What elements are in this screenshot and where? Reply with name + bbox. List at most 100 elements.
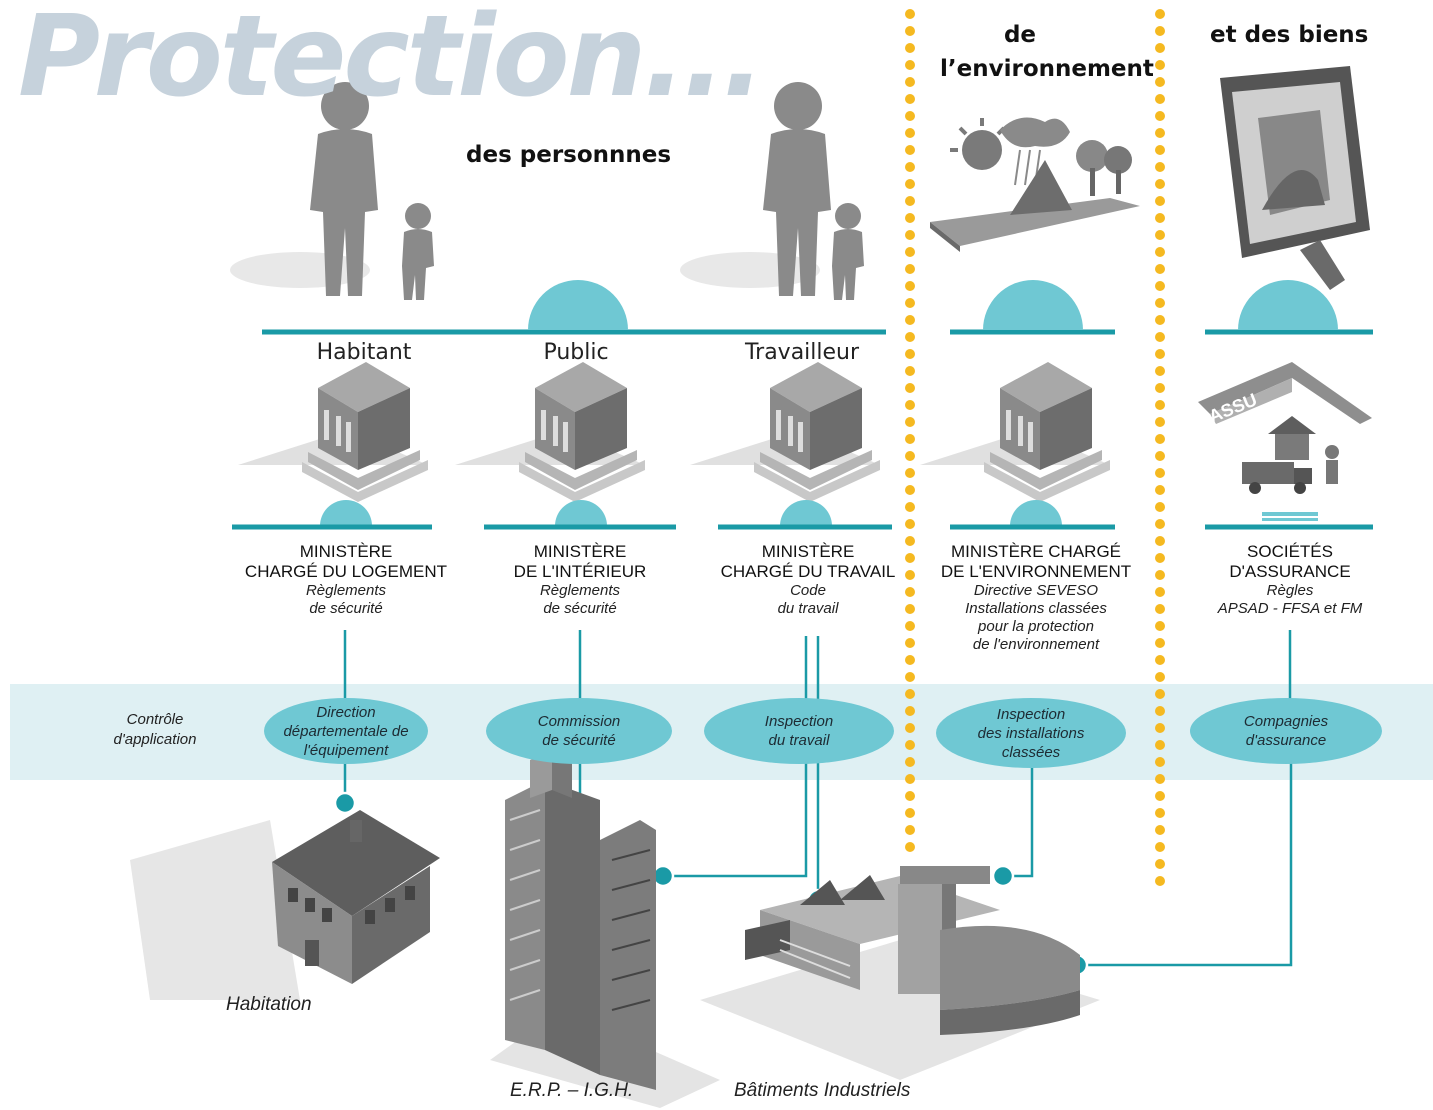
people-icon-right [680, 82, 864, 300]
separator-dot [1155, 179, 1165, 189]
separator-dot [1155, 77, 1165, 87]
oval-text: Direction [316, 703, 376, 721]
separator-dot [905, 111, 915, 121]
separator-dot [1155, 621, 1165, 631]
heading-environment-line2: l’environnement [940, 56, 1154, 82]
separator-dot [905, 298, 915, 308]
separator-dot [905, 332, 915, 342]
separator-dots [905, 9, 1165, 886]
separator-dot [1155, 451, 1165, 461]
separator-dot [1155, 553, 1165, 563]
oval-text: départementale de [283, 722, 409, 740]
separator-dot [1155, 315, 1165, 325]
control-oval-commission: Commission de sécurité [486, 698, 672, 764]
separator-dot [905, 621, 915, 631]
dome-people [528, 280, 628, 330]
environment-icon [930, 117, 1140, 252]
separator-dot [1155, 145, 1165, 155]
separator-dot [1155, 774, 1165, 784]
separator-dot [1155, 519, 1165, 529]
separator-dot [905, 825, 915, 835]
separator-dot [905, 519, 915, 529]
separator-dot [905, 757, 915, 767]
separator-dot [905, 689, 915, 699]
separator-dot [1155, 689, 1165, 699]
separator-dot [1155, 247, 1165, 257]
separator-dot [905, 230, 915, 240]
separator-dot [1155, 298, 1165, 308]
authority-name: MINISTÈRE [299, 542, 393, 561]
oval-text: de sécurité [542, 732, 616, 749]
separator-dot [1155, 791, 1165, 801]
separator-dot [905, 655, 915, 665]
separator-dot [905, 434, 915, 444]
authority-regulation: Règlements [305, 582, 387, 599]
authority-regulation: Règles [1266, 582, 1314, 599]
control-oval-equipement: Direction départementale de l'équipement [264, 698, 428, 764]
separator-dot [1155, 485, 1165, 495]
separator-dot [905, 43, 915, 53]
heading-environment-line1: de [1003, 22, 1037, 48]
control-oval-installations-classees: Inspection des installations classées [936, 698, 1126, 768]
separator-dot [1155, 400, 1165, 410]
separator-dot [1155, 349, 1165, 359]
oval-text: Compagnies [1243, 713, 1329, 730]
separator-dot [1155, 128, 1165, 138]
heading-people: des personnnes [466, 142, 672, 168]
separator-dot [905, 281, 915, 291]
separator-dot [1155, 468, 1165, 478]
authority-name: CHARGÉ DU TRAVAIL [720, 562, 896, 581]
oval-text: des installations [977, 724, 1085, 742]
separator-dot [1155, 281, 1165, 291]
separator-dot [905, 315, 915, 325]
control-label-line: Contrôle [126, 711, 184, 728]
separator-dot [905, 502, 915, 512]
dome-goods [1238, 280, 1338, 330]
separator-dot [905, 128, 915, 138]
separator-dot [1155, 94, 1165, 104]
separator-dot [1155, 162, 1165, 172]
control-label-line: d'application [113, 731, 197, 748]
authority-regulation: Code [790, 582, 826, 599]
separator-dot [905, 842, 915, 852]
separator-dot [905, 706, 915, 716]
separator-dot [905, 808, 915, 818]
ministry-buildings [238, 362, 1110, 502]
dome-environment [983, 280, 1083, 330]
authority-name: SOCIÉTÉS [1247, 542, 1333, 561]
separator-dot [1155, 111, 1165, 121]
separator-dot [1155, 332, 1165, 342]
authority-travail: MINISTÈRE CHARGÉ DU TRAVAIL Code du trav… [688, 542, 928, 618]
authority-regulation: pour la protection [978, 618, 1094, 635]
authority-environnement: MINISTÈRE CHARGÉ DE L'ENVIRONNEMENT Dire… [916, 542, 1156, 654]
separator-dot [1155, 655, 1165, 665]
house-icon [130, 810, 440, 1000]
authority-regulation: du travail [777, 600, 839, 617]
separator-dot [1155, 808, 1165, 818]
oval-text: l'équipement [303, 741, 389, 759]
authority-assurance: SOCIÉTÉS D'ASSURANCE Règles APSAD - FFSA… [1170, 542, 1410, 618]
authority-regulation: de sécurité [309, 600, 383, 617]
separator-dot [905, 791, 915, 801]
separator-dot [905, 383, 915, 393]
ministry-markers [232, 500, 1373, 530]
category-public: Public [543, 340, 609, 365]
people-icon-left [230, 82, 434, 300]
authority-regulation: de l'environnement [972, 636, 1100, 653]
separator-dot [905, 604, 915, 614]
oval-text: d'assurance [1245, 732, 1327, 749]
painting-icon [1220, 66, 1370, 290]
separator-dot [905, 400, 915, 410]
authority-regulation: Règlements [539, 582, 621, 599]
separator-dot [905, 26, 915, 36]
separator-dot [905, 145, 915, 155]
oval-text: Inspection [996, 705, 1066, 723]
control-label: Contrôle d'application [100, 710, 210, 750]
page-title: Protection... [18, 0, 765, 122]
label-industrial: Bâtiments Industriels [734, 1080, 911, 1101]
authority-regulation: Directive SEVESO [973, 582, 1099, 599]
authority-logement: MINISTÈRE CHARGÉ DU LOGEMENT Règlements … [226, 542, 466, 618]
separator-dot [905, 774, 915, 784]
separator-dot [1155, 383, 1165, 393]
